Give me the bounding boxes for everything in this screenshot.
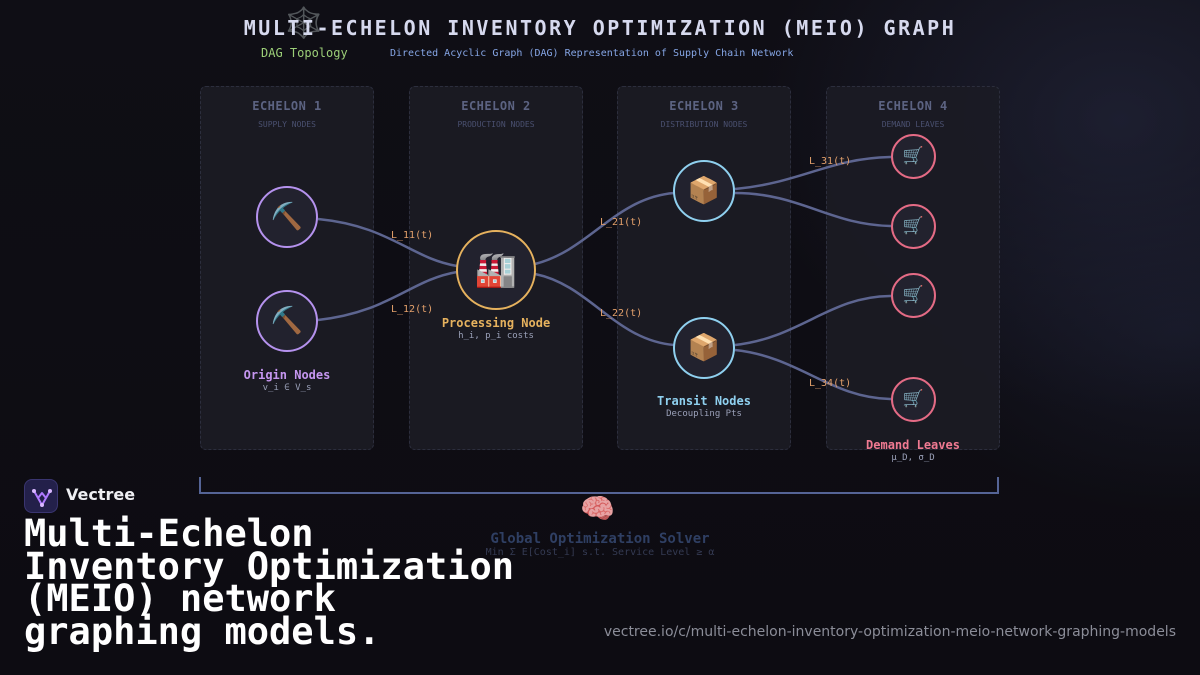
processing-node-sublabel: h_i, p_i costs — [458, 331, 534, 341]
echelon-subtitle: DISTRIBUTION NODES — [660, 120, 748, 129]
origin-node-2[interactable]: ⛏️ — [256, 290, 318, 352]
edge-label-l11: L_11(t) — [391, 230, 434, 241]
demand-leaf-2[interactable]: 🛒 — [891, 204, 936, 249]
echelon-title: ECHELON 4 — [878, 99, 948, 113]
edge-transit1-demand2 — [734, 191, 892, 228]
page-title: MULTI-ECHELON INVENTORY OPTIMIZATION (ME… — [243, 16, 957, 40]
edge-origin1-processing — [317, 217, 458, 268]
transit-node-2[interactable]: 📦 — [673, 317, 735, 379]
edge-transit2-demand4 — [734, 348, 892, 401]
page-url[interactable]: vectree.io/c/multi-echelon-inventory-opt… — [603, 624, 1176, 640]
shopping-cart-icon: 🛒 — [902, 216, 925, 236]
vectree-logo-icon — [24, 479, 58, 513]
transit-node-1[interactable]: 📦 — [673, 160, 735, 222]
demand-leaf-1[interactable]: 🛒 — [891, 134, 936, 179]
headline-line: Multi-Echelon — [24, 512, 314, 555]
spider-web-icon: 🕸️ — [285, 6, 323, 41]
solver-formula: Min Σ E[Cost_i] s.t. Service Level ≥ α — [485, 547, 715, 558]
edge-processing-transit1 — [534, 191, 675, 266]
edge-transit2-demand3 — [734, 294, 892, 347]
factory-icon: 🏭 — [474, 250, 518, 290]
headline-line: Inventory Optimization — [24, 544, 515, 588]
demand-leaf-3[interactable]: 🛒 — [891, 273, 936, 318]
solver-bracket — [199, 477, 999, 494]
edge-origin2-processing — [317, 270, 458, 322]
edge-label-l22: L_22(t) — [600, 308, 643, 319]
echelon-subtitle: PRODUCTION NODES — [457, 120, 535, 129]
headline-line: graphing models. — [24, 609, 381, 653]
edge-label-l12: L_12(t) — [391, 304, 434, 315]
transit-nodes-label: Transit Nodes — [657, 394, 751, 408]
origin-nodes-label: Origin Nodes — [243, 368, 331, 382]
pickaxe-icon: ⛏️ — [270, 202, 304, 232]
package-icon: 📦 — [687, 176, 721, 206]
echelon-title: ECHELON 1 — [252, 99, 322, 113]
brand-name: Vectree — [66, 485, 136, 504]
origin-nodes-sublabel: v_i ∈ V_s — [262, 383, 312, 393]
shopping-cart-icon: 🛒 — [902, 389, 925, 409]
edge-label-l34: L_34(t) — [809, 378, 852, 389]
echelon-title: ECHELON 2 — [461, 99, 531, 113]
edge-processing-transit2 — [534, 272, 675, 347]
processing-node-label: Processing Node — [441, 316, 551, 330]
edge-label-l31: L_31(t) — [809, 156, 852, 167]
echelon-subtitle: SUPPLY NODES — [258, 120, 316, 129]
echelon-panel-3: ECHELON 3 DISTRIBUTION NODES — [617, 86, 791, 450]
origin-node-1[interactable]: ⛏️ — [256, 186, 318, 248]
processing-node[interactable]: 🏭 — [456, 230, 536, 310]
edge-transit1-demand1 — [734, 155, 892, 191]
echelon-panel-1: ECHELON 1 SUPPLY NODES — [200, 86, 374, 450]
headline-line: (MEIO) network — [24, 577, 336, 620]
demand-leaves-label: Demand Leaves — [866, 438, 960, 452]
shopping-cart-icon: 🛒 — [902, 146, 925, 166]
demand-leaf-4[interactable]: 🛒 — [891, 377, 936, 422]
headline: Multi-Echelon Inventory Optimization (ME… — [24, 512, 544, 653]
subtitle-description: Directed Acyclic Graph (DAG) Representat… — [390, 48, 794, 59]
demand-leaves-sublabel: μ_D, σ_D — [891, 453, 935, 463]
subtitle-dag-topology: DAG Topology — [261, 46, 348, 60]
edge-label-l21: L_21(t) — [600, 217, 643, 228]
echelon-subtitle: DEMAND LEAVES — [881, 120, 945, 129]
shopping-cart-icon: 🛒 — [902, 285, 925, 305]
echelon-title: ECHELON 3 — [669, 99, 739, 113]
transit-nodes-sublabel: Decoupling Pts — [666, 409, 742, 419]
solver-title: Global Optimization Solver — [490, 531, 710, 547]
pickaxe-icon: ⛏️ — [270, 306, 304, 336]
package-icon: 📦 — [687, 333, 721, 363]
brain-icon: 🧠 — [580, 492, 615, 525]
